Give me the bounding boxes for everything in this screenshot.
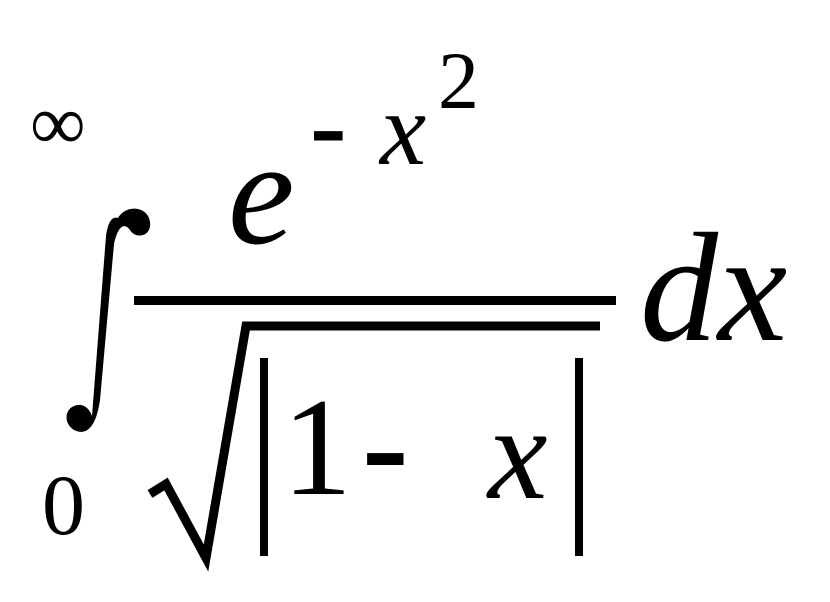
integral-sign-path [66, 208, 151, 432]
denominator-minus-sign: - [362, 368, 409, 523]
radical-path [147, 321, 600, 572]
differential: dx [640, 201, 788, 374]
fraction-bar [134, 296, 616, 305]
denominator-constant: 1 [282, 370, 352, 525]
denominator-variable: x [488, 379, 548, 527]
lower-limit: 0 [42, 457, 85, 553]
absolute-value-left-bar [260, 358, 268, 556]
exponential-base: e [228, 110, 295, 276]
absolute-value-right-bar [575, 358, 583, 556]
exponent-variable: x [380, 72, 427, 187]
exponent-power: 2 [438, 35, 479, 126]
upper-limit: ∞ [30, 79, 86, 166]
exponent-minus-sign: - [310, 64, 347, 186]
